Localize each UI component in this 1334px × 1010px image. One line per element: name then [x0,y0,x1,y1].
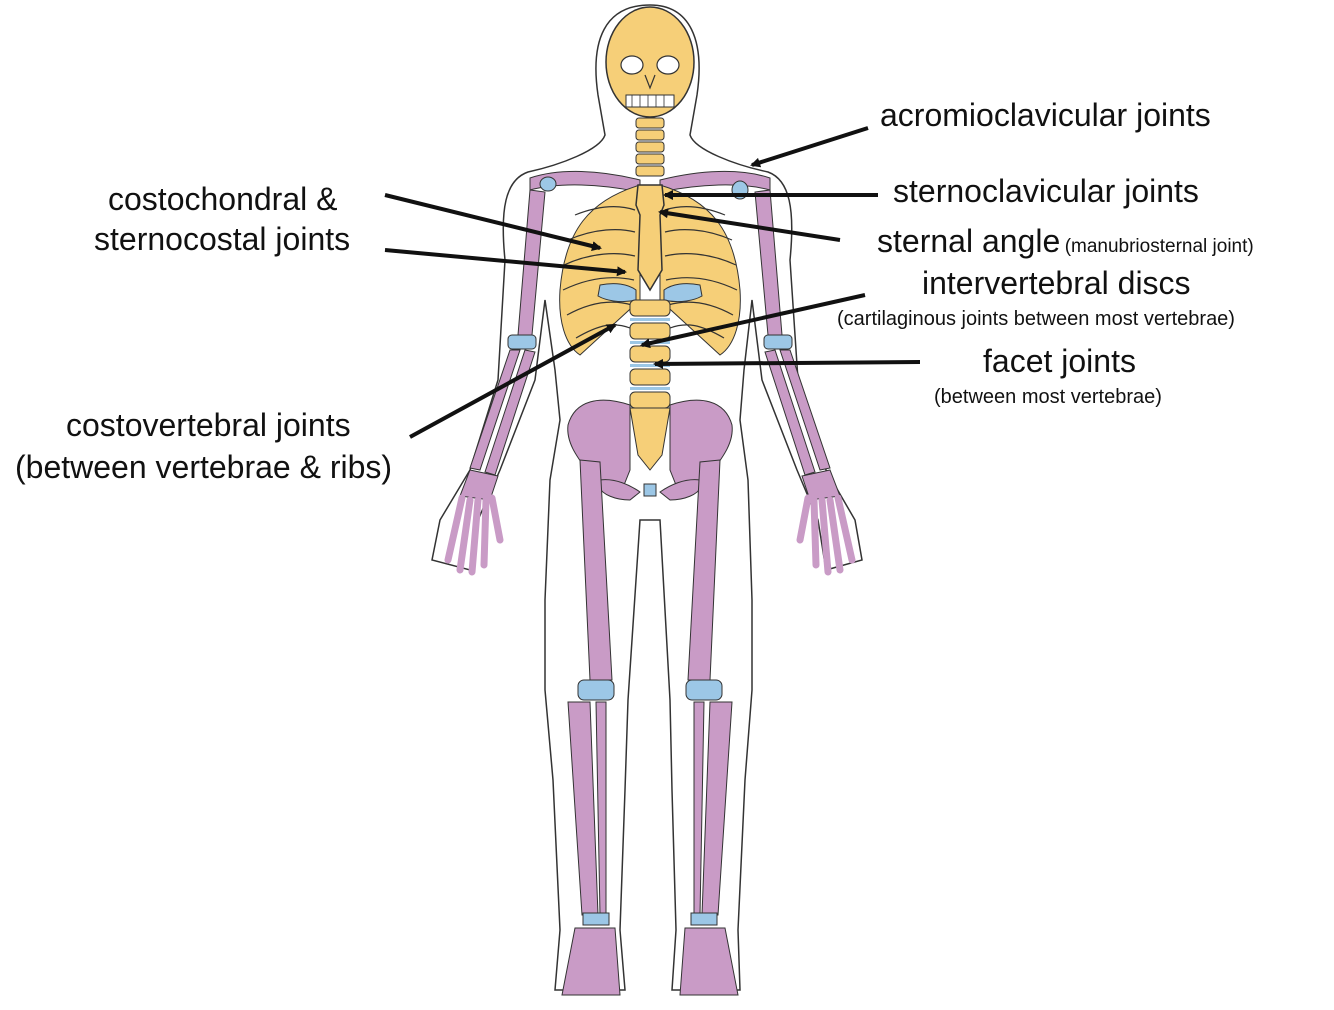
label-sternal-angle-group: sternal angle (manubriosternal joint) [877,223,1254,259]
label-costovertebral: costovertebral joints [66,407,351,443]
label-facet-note: (between most vertebrae) [934,386,1162,408]
arrow-sternocostal [384,248,627,277]
cervical-spine [635,117,665,177]
label-acromioclavicular: acromioclavicular joints [880,97,1211,133]
left-leg [561,459,621,996]
right-arm [754,189,856,576]
left-ac-joint [539,176,557,192]
arrow-intervertebral [640,293,866,349]
right-clavicle [659,170,771,193]
label-intervertebral: intervertebral discs [922,265,1191,301]
arrow-costovertebral [409,323,617,439]
label-sternoclavicular: sternoclavicular joints [893,173,1199,209]
lumbar-spine [629,299,671,409]
label-sternal-angle: sternal angle [877,223,1061,259]
pelvis [567,399,733,501]
sternum [635,184,665,292]
label-sternocostal: sternocostal joints [94,221,351,257]
label-facet: facet joints [983,343,1136,379]
label-sternal-angle-note: (manubriosternal joint) [1064,236,1254,257]
skull [605,6,695,118]
arrow-costochondral [384,193,602,251]
arrow-sternal-angle [658,208,841,242]
label-costochondral: costochondral & [108,181,338,217]
left-arm [444,189,546,576]
right-leg [679,459,739,996]
body-outline [431,4,863,991]
label-intervertebral-note: (cartilaginous joints between most verte… [837,308,1235,330]
arrow-facet [653,358,921,369]
label-costovertebral-note: (between vertebrae & ribs) [15,449,393,485]
arrow-acromioclavicular [750,126,869,168]
